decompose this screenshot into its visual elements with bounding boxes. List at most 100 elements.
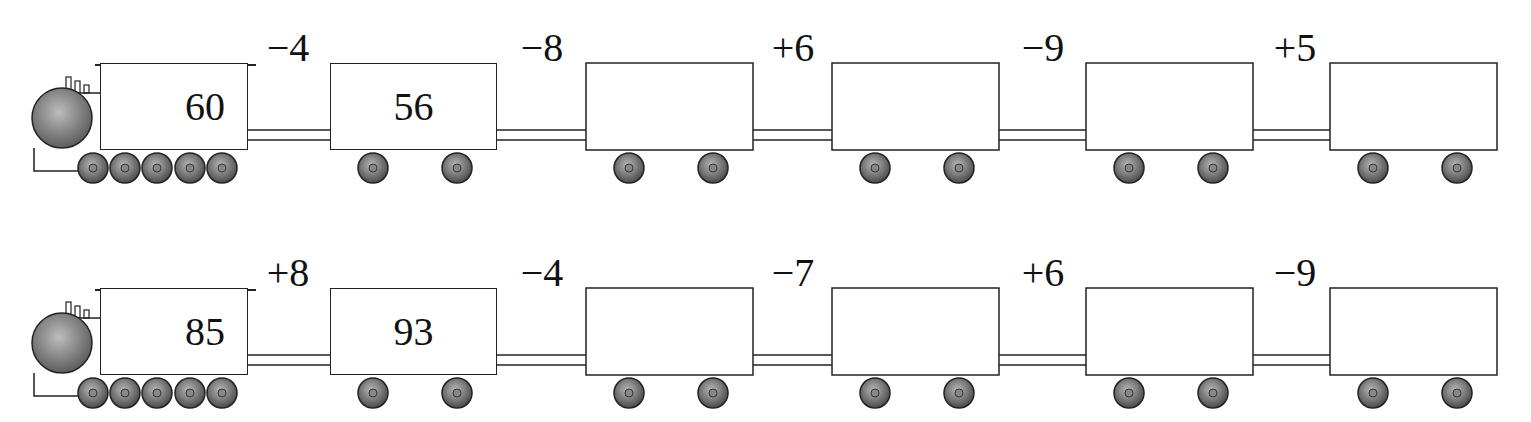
coupling <box>753 139 832 141</box>
loco-wheel <box>207 153 237 183</box>
wheel-hub <box>369 389 377 397</box>
locomotive: 85 <box>100 288 248 375</box>
car-wheel <box>442 378 472 408</box>
wheel-hub <box>89 389 97 397</box>
wheel-hub <box>709 389 717 397</box>
empty-car <box>1330 63 1497 150</box>
train-row <box>32 63 1497 183</box>
loco-wheel <box>175 378 205 408</box>
coupling <box>497 139 586 141</box>
loco-wheel <box>207 378 237 408</box>
wheel-hub <box>871 164 879 172</box>
car-wheel <box>698 378 728 408</box>
car-wheel <box>1114 378 1144 408</box>
wheel-hub <box>1125 164 1133 172</box>
car-number: 60 <box>185 87 225 127</box>
operation-label: −9 <box>1274 253 1317 293</box>
coupling <box>999 129 1086 131</box>
wheel-hub <box>186 164 194 172</box>
empty-car <box>586 288 753 375</box>
wheel-hub <box>709 164 717 172</box>
wheel-hub <box>453 164 461 172</box>
train-car: 93 <box>330 288 497 375</box>
car-wheel <box>944 153 974 183</box>
empty-car <box>586 63 753 150</box>
wheel-hub <box>1125 389 1133 397</box>
coupling <box>248 130 330 140</box>
operation-label: +6 <box>772 28 815 68</box>
operation-label: −9 <box>1022 28 1065 68</box>
wheel-hub <box>89 164 97 172</box>
operation-label: +8 <box>267 253 310 293</box>
car-wheel <box>1442 153 1472 183</box>
coupling <box>497 354 586 356</box>
empty-car <box>1086 288 1253 375</box>
coupling <box>497 364 586 366</box>
wheel-hub <box>186 389 194 397</box>
loco-boiler <box>32 88 92 148</box>
coupling <box>753 129 832 131</box>
car-wheel <box>358 153 388 183</box>
operation-label: +5 <box>1274 28 1317 68</box>
empty-car <box>832 63 999 150</box>
wheel-hub <box>871 389 879 397</box>
car-wheel <box>1198 153 1228 183</box>
coupling <box>999 139 1086 141</box>
wheel-hub <box>369 164 377 172</box>
loco-chimney <box>84 310 89 318</box>
car-wheel <box>1114 153 1144 183</box>
train-car: 56 <box>330 63 497 150</box>
wheel-hub <box>625 389 633 397</box>
car-wheel <box>944 378 974 408</box>
operation-label: −7 <box>772 253 815 293</box>
operation-label: −4 <box>267 28 310 68</box>
train-row <box>32 288 1497 408</box>
car-number: 93 <box>394 312 434 352</box>
empty-car <box>1330 288 1497 375</box>
wheel-hub <box>1369 389 1377 397</box>
operation-label: +6 <box>1022 253 1065 293</box>
wheel-hub <box>1209 389 1217 397</box>
coupling <box>248 355 330 365</box>
coupling <box>497 129 586 131</box>
loco-wheel <box>142 153 172 183</box>
coupling <box>1253 139 1330 141</box>
car-wheel <box>860 153 890 183</box>
loco-wheel <box>78 153 108 183</box>
wheel-hub <box>218 164 226 172</box>
coupling <box>1253 354 1330 356</box>
coupling <box>1253 364 1330 366</box>
car-number: 56 <box>394 87 434 127</box>
car-wheel <box>1358 153 1388 183</box>
car-wheel <box>1198 378 1228 408</box>
coupling <box>999 354 1086 356</box>
wheel-hub <box>625 164 633 172</box>
car-wheel <box>698 153 728 183</box>
car-wheel <box>614 153 644 183</box>
car-wheel <box>614 378 644 408</box>
wheel-hub <box>955 164 963 172</box>
wheel-hub <box>218 389 226 397</box>
loco-boiler <box>32 313 92 373</box>
operation-label: −8 <box>521 28 564 68</box>
car-wheel <box>442 153 472 183</box>
loco-chimney <box>84 85 89 93</box>
car-wheel <box>860 378 890 408</box>
car-wheel <box>1442 378 1472 408</box>
wheel-hub <box>1369 164 1377 172</box>
wheel-hub <box>1453 389 1461 397</box>
car-number: 85 <box>185 312 225 352</box>
wheel-hub <box>121 389 129 397</box>
coupling <box>999 364 1086 366</box>
wheel-hub <box>1209 164 1217 172</box>
empty-car <box>1086 63 1253 150</box>
wheel-hub <box>153 164 161 172</box>
wheel-hub <box>1453 164 1461 172</box>
wheel-hub <box>121 164 129 172</box>
loco-wheel <box>175 153 205 183</box>
wheel-hub <box>955 389 963 397</box>
car-wheel <box>1358 378 1388 408</box>
wheel-hub <box>153 389 161 397</box>
coupling <box>753 354 832 356</box>
loco-wheel <box>110 153 140 183</box>
